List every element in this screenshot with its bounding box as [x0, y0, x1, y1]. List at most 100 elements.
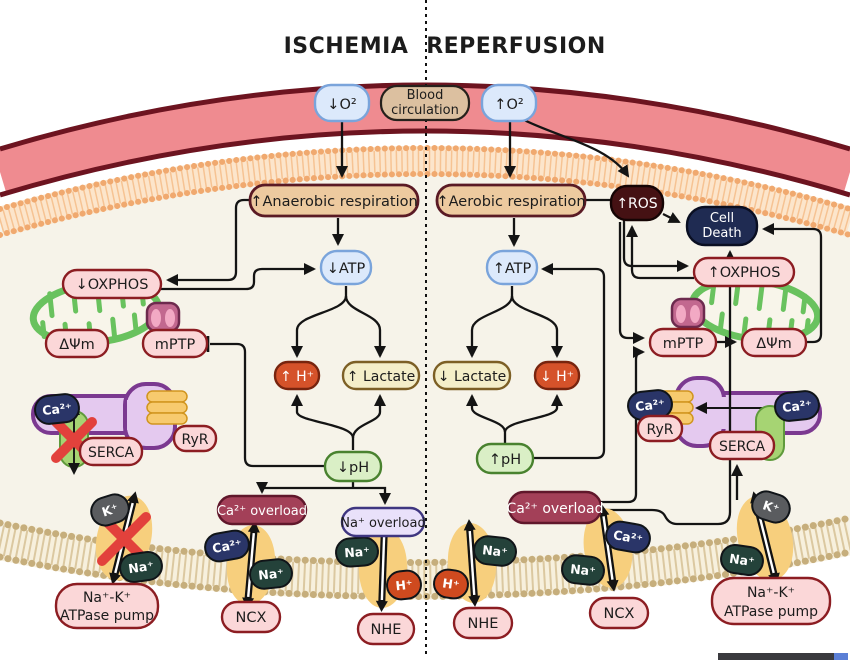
ncx-left-label: NCX — [220, 600, 282, 634]
svg-text:↓ H⁺: ↓ H⁺ — [540, 369, 574, 385]
ncx-right-label: NCX — [588, 596, 650, 630]
ryr-channel-left — [146, 390, 188, 425]
svg-text:Ca²⁺: Ca²⁺ — [211, 536, 243, 556]
mptp-left-box: mPTP — [141, 328, 209, 359]
svg-text:↑ROS: ↑ROS — [616, 196, 657, 212]
svg-text:Na⁺: Na⁺ — [482, 542, 509, 560]
nhe-left-label: NHE — [356, 612, 416, 646]
svg-text:Ca²⁺: Ca²⁺ — [41, 400, 72, 418]
o2-down-box: ↓O² — [313, 83, 371, 123]
svg-text:ΔΨm: ΔΨm — [756, 336, 791, 352]
dpsim-left-box: ΔΨm — [44, 328, 110, 359]
svg-text:Na⁺: Na⁺ — [570, 561, 597, 579]
k-ion-pump-left: K⁺ — [90, 493, 130, 527]
extracellular-space-bottom — [0, 535, 850, 665]
na-ion-ncx-right: Na⁺ — [561, 554, 605, 586]
ros-box: ↑ROS — [609, 184, 665, 222]
svg-text:ATPase pump: ATPase pump — [60, 608, 154, 624]
atp-down-box: ↓ATP — [319, 249, 373, 286]
mptp-channel-right — [670, 297, 706, 329]
serca-right-label: SERCA — [708, 430, 776, 461]
lactate-up-box: ↑ Lactate — [341, 360, 421, 391]
ca-overload-right-box: Ca²⁺ overload — [507, 490, 604, 525]
aerobic-respiration-box: ↑Aerobic respiration — [435, 183, 587, 218]
svg-text:Na⁺: Na⁺ — [728, 551, 755, 569]
ryr-right-label: RyR — [636, 414, 684, 443]
svg-text:Cell: Cell — [710, 211, 734, 226]
svg-text:NCX: NCX — [604, 606, 635, 622]
ischemia-title: ISCHEMIA — [284, 34, 409, 59]
svg-text:↑ATP: ↑ATP — [493, 261, 532, 277]
h-ion-nhe-left: H⁺ — [386, 569, 422, 601]
ca-ion-sr-right-inner: Ca²⁺ — [774, 390, 820, 422]
svg-text:K⁺: K⁺ — [100, 500, 120, 519]
svg-text:Na⁺: Na⁺ — [127, 558, 154, 576]
svg-text:Ca²⁺: Ca²⁺ — [634, 396, 665, 414]
connectors-ischemia — [161, 122, 391, 505]
svg-text:↑Aerobic respiration: ↑Aerobic respiration — [436, 194, 585, 210]
svg-text:K⁺: K⁺ — [761, 497, 781, 516]
svg-text:NCX: NCX — [236, 610, 267, 626]
na-ion-pump-right: Na⁺ — [720, 544, 764, 576]
svg-text:Na⁺: Na⁺ — [258, 565, 285, 583]
svg-text:↑Anaerobic respiration: ↑Anaerobic respiration — [250, 194, 417, 210]
svg-text:↓OXPHOS: ↓OXPHOS — [76, 277, 149, 293]
svg-text:RyR: RyR — [647, 422, 674, 438]
ca-ion-sr-left: Ca²⁺ — [34, 393, 80, 425]
svg-text:circulation: circulation — [391, 103, 459, 118]
svg-text:Na⁺ overload: Na⁺ overload — [340, 516, 425, 531]
svg-text:↓O²: ↓O² — [327, 97, 356, 113]
svg-text:H⁺: H⁺ — [395, 577, 414, 594]
svg-text:ΔΨm: ΔΨm — [59, 337, 94, 353]
blood-circulation-box: Blood circulation — [379, 84, 471, 122]
na-ion-nhe-left: Na⁺ — [335, 536, 379, 568]
svg-text:Na⁺-K⁺: Na⁺-K⁺ — [747, 585, 795, 601]
nak-atpase-right-label: Na⁺-K⁺ ATPase pump — [710, 576, 832, 626]
svg-text:Blood: Blood — [407, 88, 444, 103]
svg-text:SERCA: SERCA — [88, 445, 135, 461]
svg-text:↓ Lactate: ↓ Lactate — [438, 369, 506, 385]
mptp-right-box: mPTP — [648, 327, 718, 358]
svg-text:mPTP: mPTP — [663, 336, 704, 352]
o2-up-box: ↑O² — [480, 83, 538, 123]
oxphos-up-box: ↑OXPHOS — [692, 256, 796, 288]
svg-text:↑O²: ↑O² — [494, 97, 523, 113]
svg-text:Na⁺-K⁺: Na⁺-K⁺ — [83, 590, 131, 606]
svg-text:NHE: NHE — [468, 616, 499, 632]
svg-text:NHE: NHE — [371, 622, 402, 638]
svg-text:SERCA: SERCA — [719, 439, 766, 455]
svg-text:ATPase pump: ATPase pump — [724, 604, 818, 620]
anaerobic-respiration-box: ↑Anaerobic respiration — [248, 183, 420, 218]
na-overload-box: Na⁺ overload — [340, 506, 426, 538]
k-ion-pump-right: K⁺ — [751, 490, 791, 524]
svg-text:↓pH: ↓pH — [337, 460, 369, 476]
svg-text:↑ H⁺: ↑ H⁺ — [280, 369, 314, 385]
lactate-down-box: ↓ Lactate — [432, 360, 512, 391]
ryr-left-label: RyR — [172, 424, 218, 453]
dpsim-right-box: ΔΨm — [740, 327, 808, 358]
ca-overload-left-box: Ca²⁺ overload — [216, 494, 308, 526]
oxphos-down-box: ↓OXPHOS — [61, 268, 163, 300]
ph-up-box: ↑pH — [475, 442, 535, 475]
svg-text:↑OXPHOS: ↑OXPHOS — [708, 265, 781, 281]
svg-text:Ca²⁺: Ca²⁺ — [781, 397, 812, 415]
serca-left-label: SERCA — [78, 436, 144, 467]
svg-text:Ca²⁺: Ca²⁺ — [612, 527, 644, 547]
svg-text:mPTP: mPTP — [155, 337, 196, 353]
reperfusion-title: REPERFUSION — [426, 34, 606, 59]
svg-text:↑ Lactate: ↑ Lactate — [347, 369, 415, 385]
ca-ion-ncx-right: Ca²⁺ — [605, 520, 651, 554]
cell-death-box: Cell Death — [685, 205, 759, 247]
nak-atpase-left-label: Na⁺-K⁺ ATPase pump — [54, 582, 160, 630]
svg-text:RyR: RyR — [182, 432, 209, 448]
na-ion-ncx-left: Na⁺ — [249, 558, 293, 590]
ph-down-box: ↓pH — [323, 450, 383, 483]
h-up-box: ↑ H⁺ — [273, 360, 321, 391]
h-ion-nhe-right: H⁺ — [433, 568, 469, 600]
na-ion-pump-left: Na⁺ — [119, 551, 163, 583]
svg-text:H⁺: H⁺ — [442, 575, 461, 592]
svg-text:Ca²⁺ overload: Ca²⁺ overload — [507, 501, 604, 517]
svg-text:Ca²⁺ overload: Ca²⁺ overload — [217, 504, 307, 519]
na-ion-nhe-right: Na⁺ — [473, 535, 517, 567]
